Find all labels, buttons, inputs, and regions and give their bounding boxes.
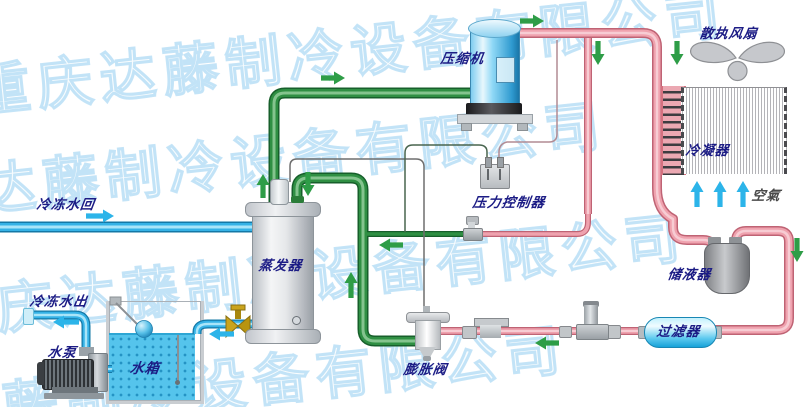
fan-blade-right (738, 41, 785, 64)
pump-foot (44, 393, 104, 399)
receiver-body (704, 243, 750, 294)
evaporator-bottom-flange (245, 329, 321, 344)
expansion-valve-stem (423, 306, 430, 315)
flow-arrow-u (690, 181, 704, 207)
pump-base (52, 387, 98, 394)
compressor-base-band (466, 103, 522, 116)
flow-arrow-l (209, 327, 234, 341)
expansion-valve-body (415, 320, 441, 350)
pipes (0, 28, 794, 373)
pressure-controller-label: 压力控制器 (471, 195, 547, 211)
condenser-fins (681, 87, 787, 174)
expansion-valve-taper (418, 347, 436, 357)
float-valve (109, 296, 153, 338)
receiver-label: 储液器 (666, 267, 713, 283)
cooling-fan-label: 散执风扇 (698, 26, 759, 42)
flow-arrows (53, 14, 804, 350)
water-outlet-opening (23, 308, 34, 325)
flow-arrow-l (535, 336, 559, 350)
evaporator-label: 蒸发器 (257, 258, 304, 274)
evaporator-feed-pipe (291, 172, 421, 347)
flow-arrow-u (736, 181, 750, 207)
suction-pipe (268, 87, 480, 208)
evaporator-drain-plug (292, 316, 301, 325)
solenoid-valve-bonnet (584, 305, 598, 327)
compressor-foot (517, 123, 528, 131)
water-pump-label: 水泵 (46, 345, 78, 361)
receiver-outlet-pipe (710, 226, 794, 335)
air-label: 空氣 (750, 188, 782, 204)
flow-arrow-l (379, 238, 403, 252)
water-tank-water (109, 333, 195, 400)
pressure-controller-screw (499, 169, 501, 180)
expansion-valve-label: 膨胀阀 (402, 362, 449, 378)
solenoid-valve-body (576, 324, 609, 340)
receiver-nozzle (729, 237, 742, 245)
compressor-base-plate (457, 114, 533, 124)
pressure-controller-screw (487, 169, 489, 180)
cooling-fan (690, 41, 785, 82)
flow-arrow-u (256, 174, 270, 198)
chilled-water-out-label: 冷冻水出 (28, 294, 89, 310)
flow-arrow-u (344, 272, 358, 298)
water-tank-body (106, 301, 204, 404)
flow-arrow-l (53, 315, 79, 329)
pressure-controller-terminal (485, 157, 492, 168)
pump-motor (42, 359, 94, 390)
pipe-union (559, 326, 572, 338)
evaporator-to-tank-pipe (192, 319, 258, 337)
evaporator-inlet-ring (291, 196, 304, 203)
bypass-valve-neck (468, 222, 475, 230)
condenser-label: 冷凝器 (684, 143, 731, 159)
pressure-controller-terminal (497, 157, 504, 168)
tank-level-gauge (177, 335, 179, 382)
solenoid-valve-cap (583, 301, 599, 307)
flow-arrow-r (86, 209, 114, 223)
flow-arrow-d (670, 41, 684, 65)
fan-blade-left (690, 41, 737, 64)
sensing-bulb (270, 179, 289, 205)
pump-motor-cap (37, 362, 44, 385)
pressure-controller-box (480, 164, 510, 189)
water-tank-label: 水箱 (128, 361, 161, 377)
flow-arrow-u (713, 181, 727, 207)
high-pressure-sense-wire (498, 40, 558, 166)
bypass-valve-body (463, 228, 483, 241)
compressor-cap (468, 19, 521, 38)
compressor-nameplate (496, 57, 515, 83)
flow-arrow-d (790, 238, 804, 262)
pump-outlet-pipe (28, 310, 91, 354)
filter-label: 过滤器 (655, 324, 702, 340)
evaporator-shell (252, 212, 314, 336)
sight-glass-body (480, 325, 501, 338)
tank-level-gauge-end (175, 380, 180, 385)
pump-discharge-neck (79, 347, 94, 356)
fan-hub (727, 60, 748, 82)
pipe-union (462, 326, 477, 339)
chilled-water-return-label: 冷冻水回 (35, 197, 96, 213)
compressor-foot (461, 123, 472, 131)
expansion-valve-tip (423, 356, 431, 361)
flow-arrow-d (301, 172, 315, 196)
compressor-label: 压缩机 (439, 51, 486, 67)
bypass-pipe-pink (476, 212, 591, 237)
flow-arrow-r (520, 14, 544, 28)
filter-body (644, 317, 717, 348)
expansion-valve-capillary (289, 158, 425, 318)
receiver-nozzle (708, 237, 721, 245)
flow-arrow-d (591, 41, 605, 65)
low-pressure-sense-wire (404, 144, 488, 232)
flow-arrow-r (321, 71, 345, 85)
